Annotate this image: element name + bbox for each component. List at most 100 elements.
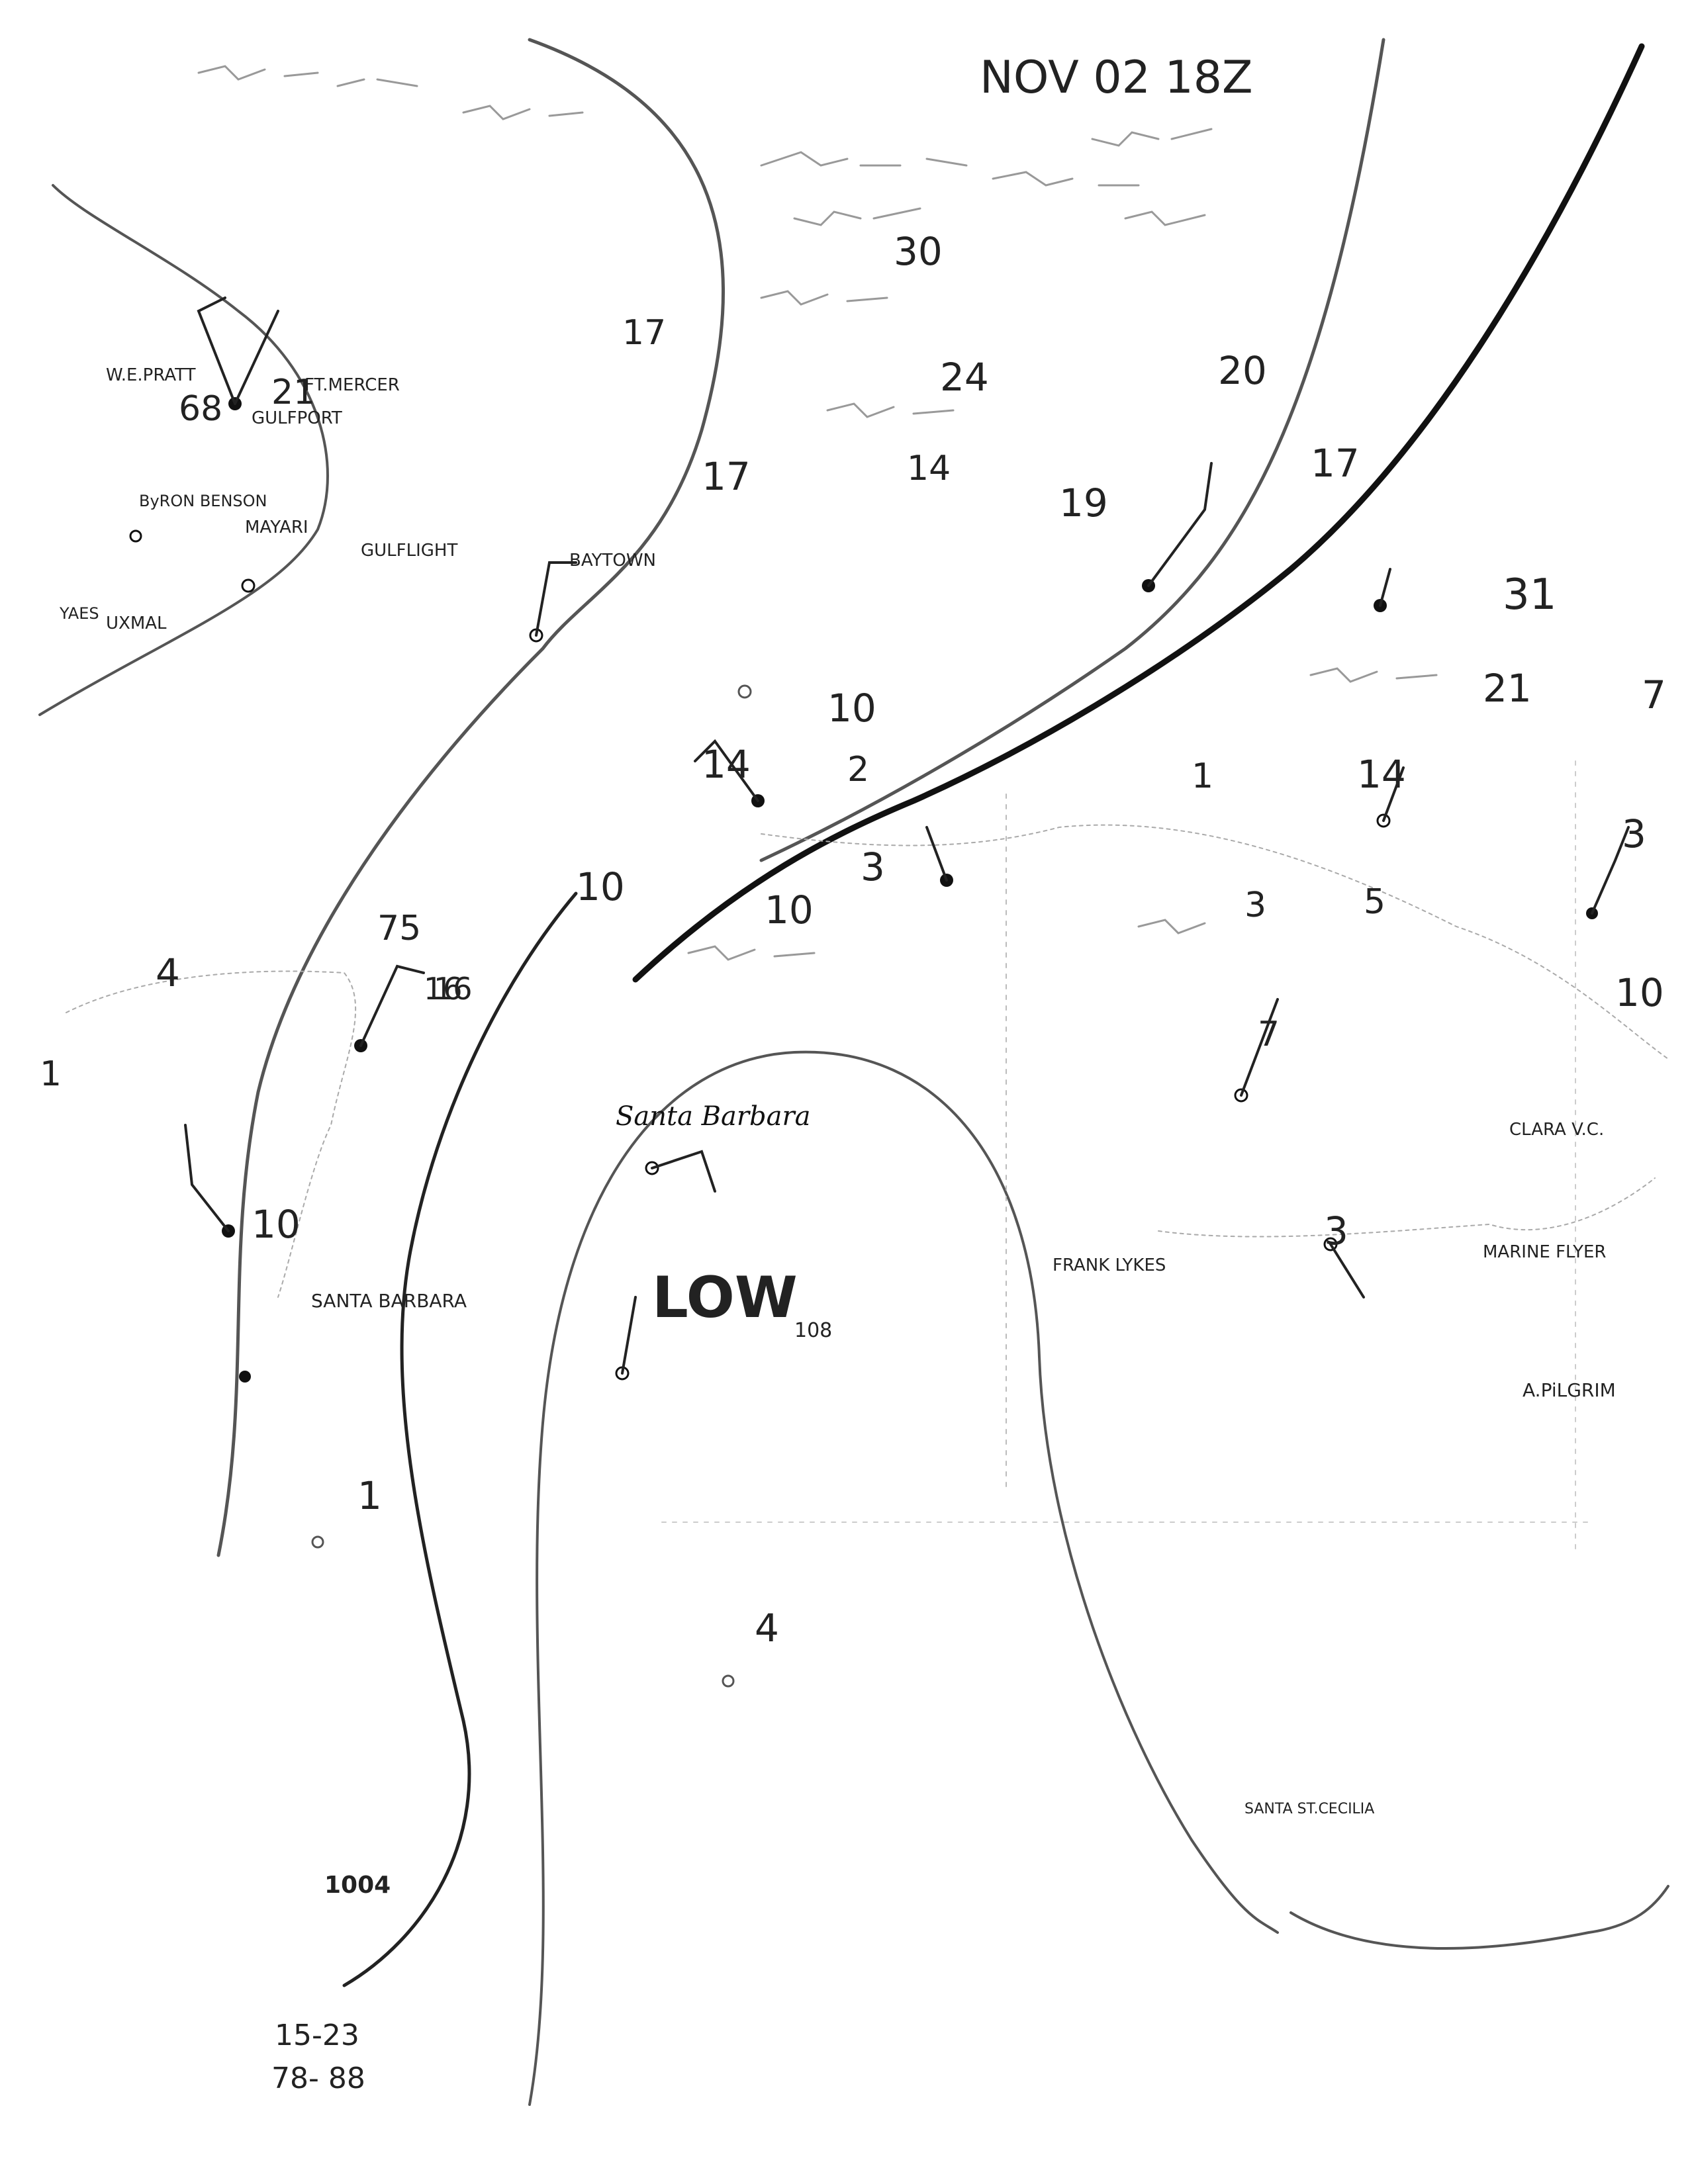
wind-number: 31: [1503, 570, 1556, 619]
coastline-north: [761, 824, 1669, 1060]
wind-number: 20: [1218, 348, 1267, 393]
wind-number: 1: [40, 1054, 62, 1094]
station-dot: [129, 529, 142, 543]
label-we-pratt: W.E.PRATT: [106, 365, 196, 385]
wind-barb: [1591, 826, 1630, 915]
station-names: W.E.PRATT FT.MERCER GULFPORT ByRON BENSO…: [59, 365, 1616, 1899]
scribble: [760, 151, 968, 167]
wind-number: 3: [1622, 811, 1646, 856]
wind-number: 17: [1311, 441, 1360, 486]
wind-barbs: [184, 296, 1630, 1375]
observation-scribbles: [197, 65, 1438, 961]
label-santa-barbara-script: Santa Barbara: [616, 1101, 810, 1132]
wind-number: 17: [622, 313, 666, 353]
coastline-west: [66, 970, 357, 1298]
wind-number: 30: [894, 229, 943, 274]
isobar-southwest: [342, 891, 578, 1987]
scribble: [462, 105, 584, 120]
label-santa-barbara: SANTA BARBARA: [311, 1290, 467, 1312]
label-frank-lykes: FRANK LYKES: [1053, 1255, 1166, 1275]
station-dot: [1323, 1237, 1338, 1251]
label-mayari: MAYARI: [245, 518, 308, 537]
isobar-northwest: [38, 184, 329, 716]
label-gulfport: GULFPORT: [252, 408, 342, 428]
wind-barb: [1240, 998, 1279, 1097]
wind-barb: [234, 310, 279, 405]
wind-barb: [694, 739, 759, 802]
label-byron-benson: ByRON BENSON: [139, 492, 267, 510]
footnote-line-2: 78- 88: [271, 2062, 365, 2095]
scribble: [687, 945, 816, 961]
wind-barb: [925, 826, 948, 882]
wind-number: 1: [1192, 756, 1213, 796]
label-gulflight: GULFLIGHT: [361, 541, 457, 561]
station-dot: [311, 1535, 324, 1549]
wind-number: 75: [377, 909, 421, 948]
wind-number: 16: [434, 971, 473, 1007]
station-markers: [129, 397, 1598, 1688]
label-yaes: YAES: [59, 604, 99, 623]
scribble: [992, 171, 1140, 187]
wind-number: 10: [765, 887, 814, 933]
scribble: [760, 290, 888, 306]
label-low: LOW: [652, 1265, 798, 1331]
station-dot: [241, 578, 256, 593]
date-label: NOV 02 18Z: [980, 52, 1253, 104]
wind-number: 3: [1324, 1208, 1348, 1253]
wind-barb: [651, 1150, 716, 1193]
scribble: [1137, 919, 1206, 934]
wind-number: 10: [1615, 970, 1664, 1015]
wind-number: 16: [424, 971, 463, 1007]
label-clara-vic: CLARA V.C.: [1509, 1120, 1604, 1140]
wind-number: 1: [357, 1473, 382, 1518]
scribble: [826, 402, 955, 418]
label-isobar-1004: 1004: [324, 1872, 391, 1899]
station-dot: [722, 1674, 735, 1688]
isobars: [38, 38, 1669, 2106]
wind-barb: [1147, 462, 1213, 587]
label-santa-st-cecilia: SANTA ST.CECILIA: [1244, 1801, 1374, 1817]
wind-barb: [184, 1124, 230, 1232]
wind-number: 3: [861, 844, 885, 889]
wind-barb: [1379, 568, 1391, 607]
label-low-pressure: 108: [794, 1319, 832, 1342]
wind-number: 14: [907, 449, 951, 488]
scribble: [793, 207, 921, 226]
wind-number: 7: [1258, 1015, 1280, 1054]
label-ft-mercer: FT.MERCER: [305, 375, 400, 395]
coastline-south: [1158, 1177, 1656, 1238]
wind-number: 21: [271, 373, 315, 412]
wind-number: 10: [576, 864, 625, 909]
label-baytown: BAYTOWN: [569, 551, 656, 570]
wind-number: 10: [252, 1202, 301, 1247]
cold-front: [632, 43, 1645, 983]
wind-barb: [197, 296, 236, 405]
frontal-line-2: [759, 38, 1385, 862]
wind-number: 21: [1483, 666, 1532, 711]
wind-barb: [621, 1296, 637, 1375]
wind-barb: [1382, 766, 1405, 822]
station-dot: [645, 1161, 659, 1175]
wind-number: 7: [1642, 672, 1666, 717]
wind-number: 5: [1364, 882, 1385, 922]
wind-number: 10: [827, 686, 876, 731]
wind-speed-numbers: 20 17 31 21 14 24 30 17 19 14 10 2 14 10…: [40, 229, 1666, 1651]
footnote-line-1: 15-23: [275, 2019, 359, 2052]
station-dot: [737, 684, 752, 699]
wind-number: 2: [847, 750, 869, 790]
label-marine-flyer: MARINE FLYER: [1483, 1242, 1606, 1262]
wind-number: 3: [1244, 886, 1266, 925]
wind-number: 14: [702, 742, 751, 787]
wind-number: 19: [1059, 480, 1108, 525]
wind-number: 17: [702, 454, 751, 499]
station-dot: [1376, 813, 1391, 828]
station-dot: [1234, 1088, 1248, 1103]
wind-barb: [535, 561, 577, 637]
wind-number: 68: [179, 389, 222, 429]
isobar-southeast: [1289, 1885, 1669, 1950]
wind-barb: [1329, 1243, 1365, 1298]
scribble: [1124, 210, 1206, 226]
wind-number: 14: [1357, 752, 1406, 797]
wind-number: 4: [156, 950, 180, 995]
wind-number: 4: [755, 1606, 779, 1651]
